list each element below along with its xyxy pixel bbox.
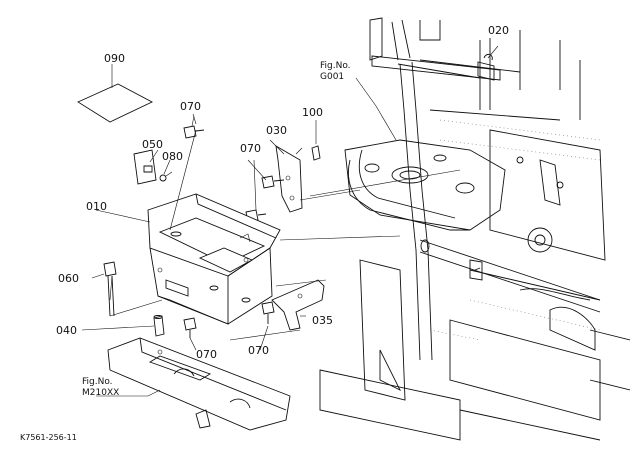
part-060-long-bolt bbox=[103, 261, 117, 317]
part-020-clip bbox=[477, 45, 499, 81]
label-part-030: 030 bbox=[266, 124, 287, 137]
part-080-screw bbox=[159, 171, 173, 182]
label-part-050: 050 bbox=[142, 138, 163, 151]
ref-m210-line2: M210XX bbox=[82, 388, 119, 398]
ref-g001-line2: G001 bbox=[320, 72, 344, 82]
label-part-070-upper: 070 bbox=[180, 100, 201, 113]
part-030-bracket bbox=[275, 145, 303, 213]
part-070-bolt-lower-a bbox=[183, 317, 197, 338]
label-part-070-lower-a: 070 bbox=[196, 348, 217, 361]
leader-lines bbox=[81, 77, 461, 397]
part-100-tag bbox=[311, 120, 321, 161]
ref-g001-line1: Fig.No. bbox=[320, 61, 351, 71]
label-part-070-lower-b: 070 bbox=[248, 344, 269, 357]
part-040-spacer bbox=[153, 315, 165, 337]
part-050-plate bbox=[133, 149, 157, 185]
label-part-010: 010 bbox=[86, 200, 107, 213]
lower-left-frame-rail bbox=[107, 337, 291, 431]
part-070-bolt-upper bbox=[183, 115, 205, 139]
label-part-020: 020 bbox=[488, 24, 509, 37]
ref-m210-line1: Fig.No. bbox=[82, 377, 113, 387]
label-part-035: 035 bbox=[312, 314, 333, 327]
part-010-tray bbox=[147, 193, 281, 325]
part-090-label-sheet bbox=[77, 64, 154, 123]
label-part-070-mid: 070 bbox=[240, 142, 261, 155]
label-part-060: 060 bbox=[58, 272, 79, 285]
part-035-strap bbox=[271, 279, 325, 331]
tractor-frame bbox=[319, 17, 630, 441]
drawing-code: K7561-256-11 bbox=[20, 433, 77, 442]
label-part-080: 080 bbox=[162, 150, 183, 163]
part-070-bolt-lower-b bbox=[261, 301, 275, 324]
label-part-040: 040 bbox=[56, 324, 77, 337]
label-part-100: 100 bbox=[302, 106, 323, 119]
label-part-090: 090 bbox=[104, 52, 125, 65]
